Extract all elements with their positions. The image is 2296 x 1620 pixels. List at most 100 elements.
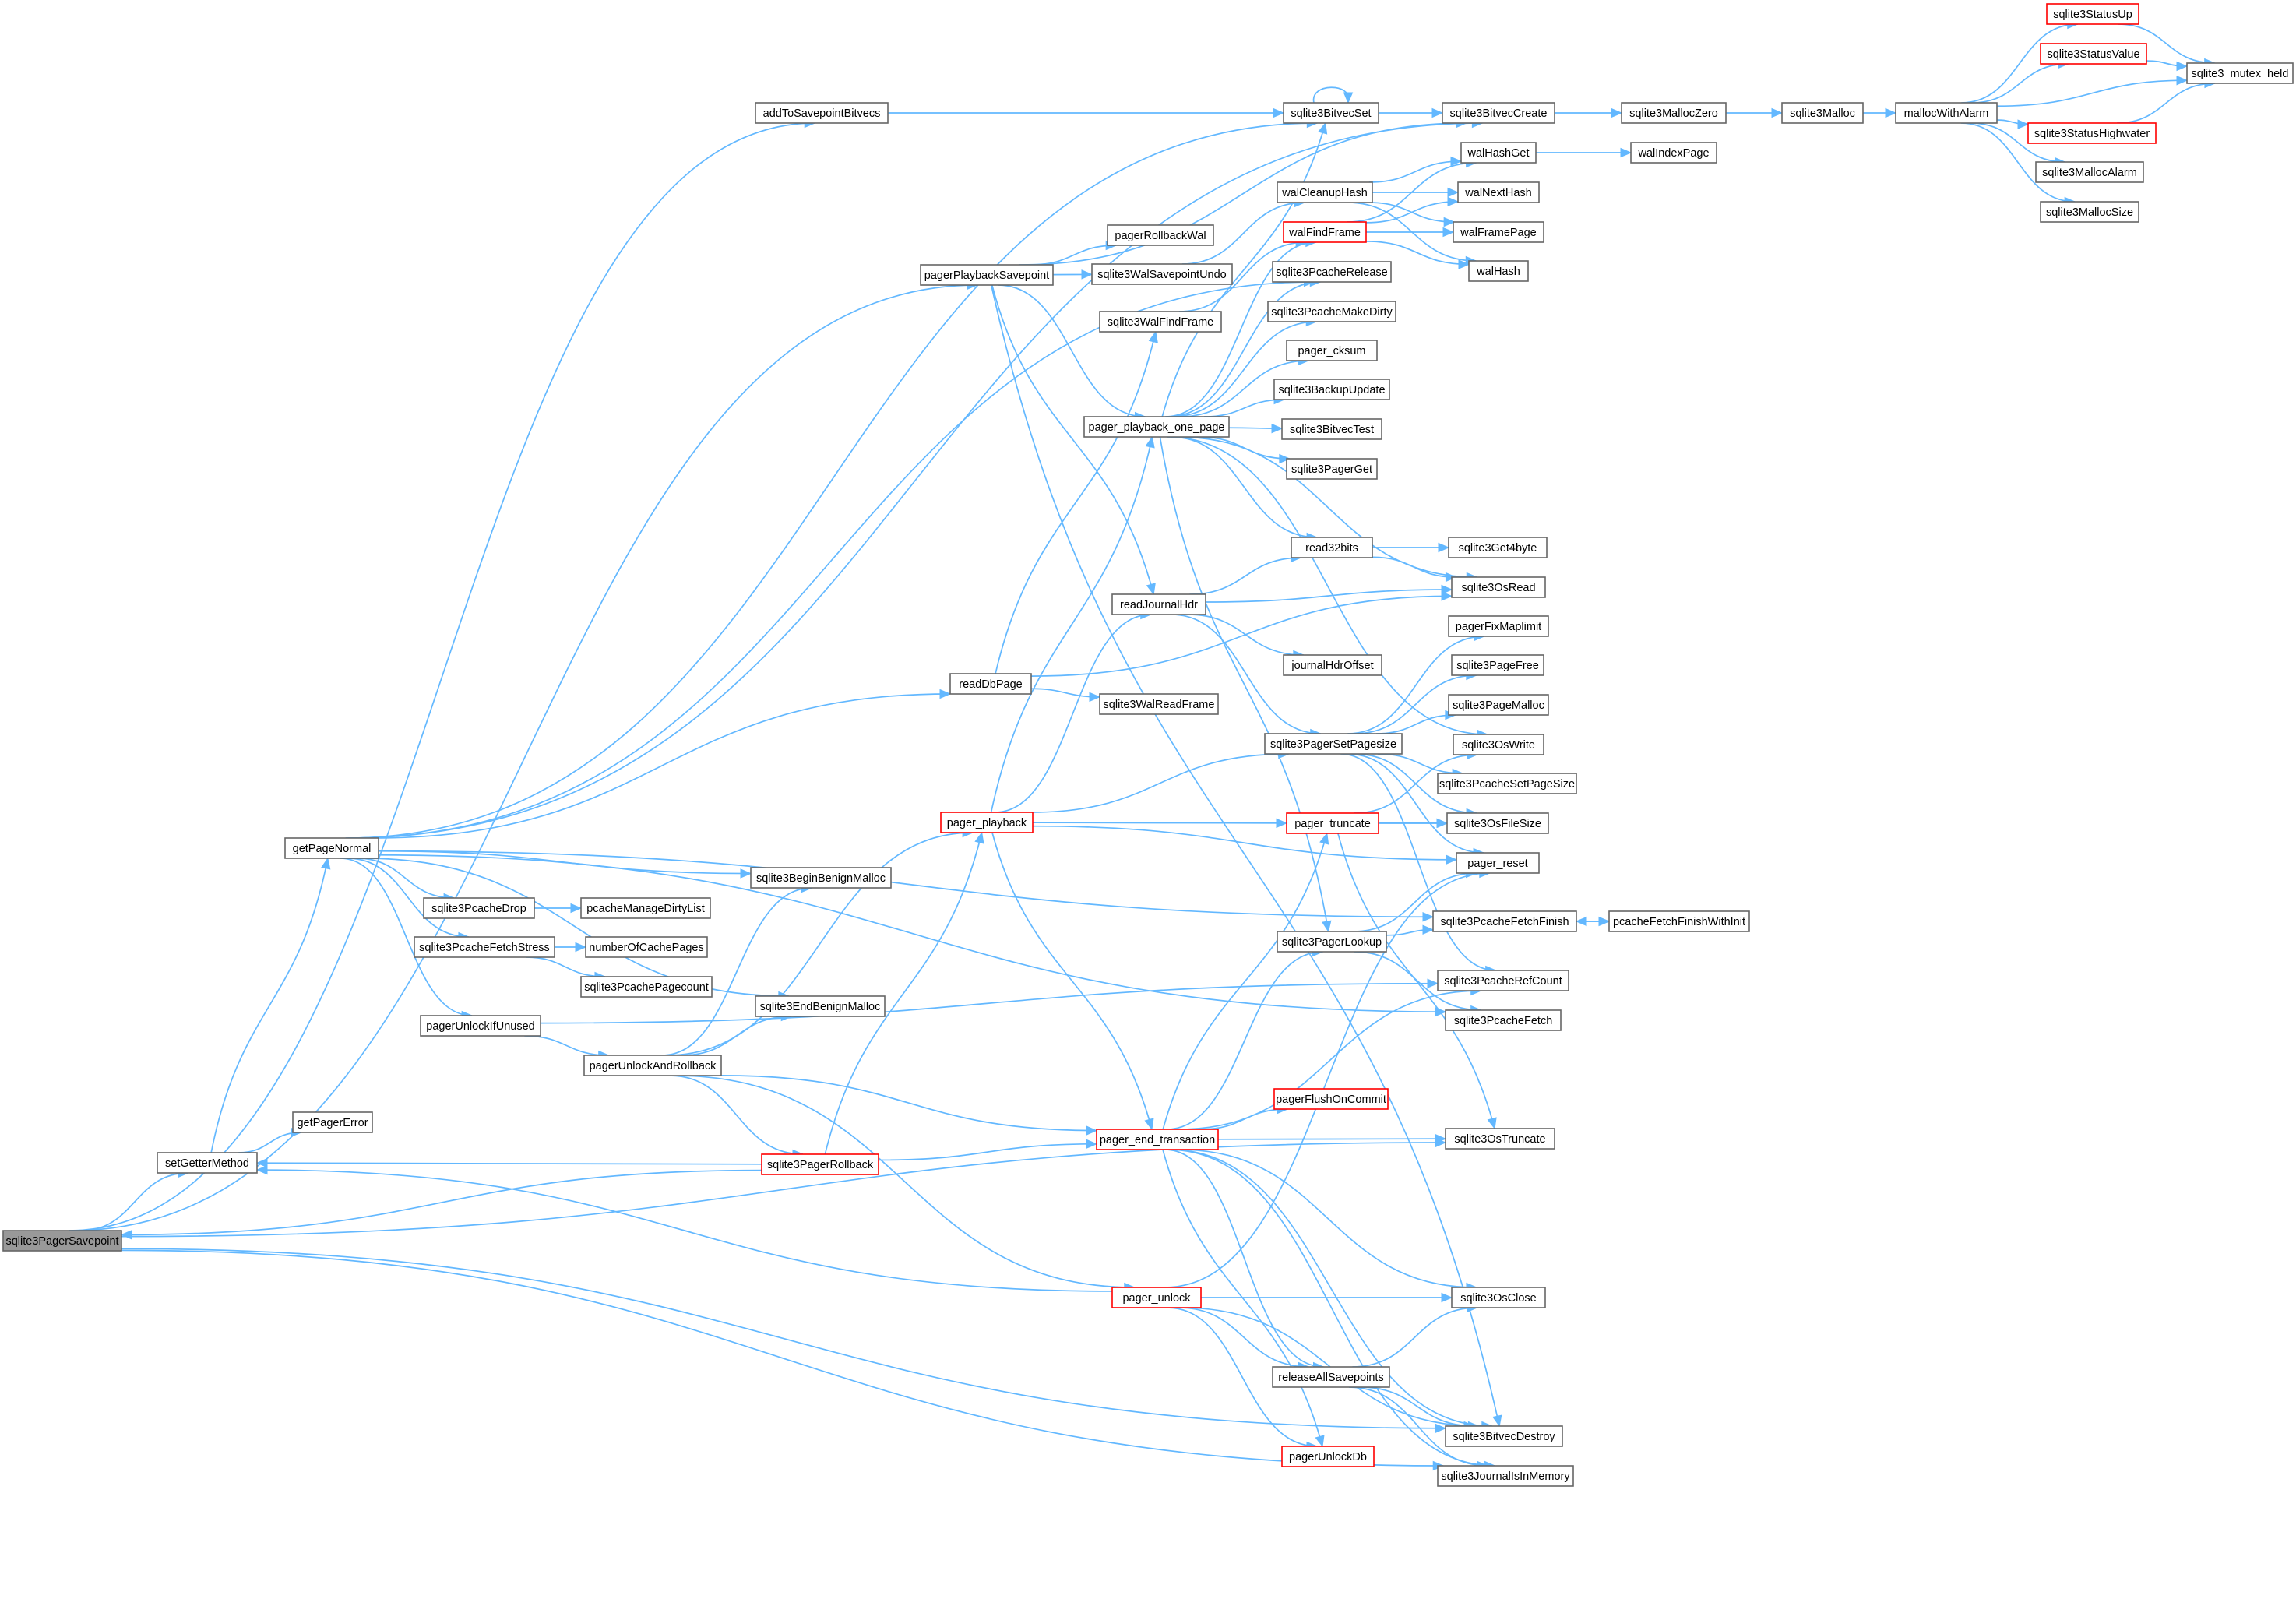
node-label-numberOfCachePages: numberOfCachePages bbox=[589, 942, 704, 954]
node-sqlite3MallocAlarm[interactable]: sqlite3MallocAlarm bbox=[2035, 161, 2144, 183]
node-sqlite3OsWrite[interactable]: sqlite3OsWrite bbox=[1453, 734, 1544, 755]
node-setGetterMethod[interactable]: setGetterMethod bbox=[157, 1152, 258, 1174]
arrowhead-sqlite3PagerRollback-to-pager_playback bbox=[974, 831, 984, 844]
node-sqlite3PagerLookup[interactable]: sqlite3PagerLookup bbox=[1277, 931, 1387, 953]
node-mallocWithAlarm[interactable]: mallocWithAlarm bbox=[1895, 102, 1998, 124]
node-box-sqlite3BackupUpdate bbox=[1273, 379, 1390, 400]
node-walHashGet[interactable]: walHashGet bbox=[1460, 142, 1537, 164]
node-pagerFlushOnCommit[interactable]: pagerFlushOnCommit bbox=[1273, 1088, 1389, 1110]
node-sqlite3PcacheDrop[interactable]: sqlite3PcacheDrop bbox=[423, 897, 535, 919]
node-root[interactable]: sqlite3PagerSavepoint bbox=[2, 1230, 122, 1252]
node-sqlite3PcacheMakeDirty[interactable]: sqlite3PcacheMakeDirty bbox=[1267, 301, 1396, 322]
node-sqlite3MallocZero[interactable]: sqlite3MallocZero bbox=[1621, 102, 1727, 124]
node-sqlite3EndBenignMalloc[interactable]: sqlite3EndBenignMalloc bbox=[755, 995, 886, 1017]
arrowhead-pager_truncate-to-sqlite3OsFileSize bbox=[1436, 818, 1449, 829]
node-sqlite3PageFree[interactable]: sqlite3PageFree bbox=[1451, 654, 1544, 676]
node-label-read32bits: read32bits bbox=[1305, 542, 1358, 555]
node-label-pagerUnlockAndRollback: pagerUnlockAndRollback bbox=[590, 1060, 717, 1072]
node-pagerFixMaplimit[interactable]: pagerFixMaplimit bbox=[1448, 615, 1549, 637]
call-edge-root-to-pagerPlaybackSavepoint bbox=[72, 284, 977, 1231]
node-sqlite3OsFileSize[interactable]: sqlite3OsFileSize bbox=[1446, 812, 1549, 834]
node-pagerUnlockIfUnused[interactable]: pagerUnlockIfUnused bbox=[420, 1015, 541, 1037]
arrowhead-pager_playback_one_page-to-sqlite3BitvecTest bbox=[1271, 423, 1284, 434]
node-sqlite3StatusUp[interactable]: sqlite3StatusUp bbox=[2046, 3, 2139, 25]
node-sqlite3PagerGet[interactable]: sqlite3PagerGet bbox=[1286, 458, 1378, 480]
node-sqlite3PageMalloc[interactable]: sqlite3PageMalloc bbox=[1448, 694, 1549, 716]
node-label-sqlite3JournalIsInMemory: sqlite3JournalIsInMemory bbox=[1441, 1470, 1570, 1483]
node-walCleanupHash[interactable]: walCleanupHash bbox=[1277, 181, 1373, 203]
node-sqlite3BitvecCreate[interactable]: sqlite3BitvecCreate bbox=[1442, 102, 1555, 124]
node-pagerUnlockDb[interactable]: pagerUnlockDb bbox=[1281, 1446, 1375, 1467]
node-sqlite3PcachePagecount[interactable]: sqlite3PcachePagecount bbox=[580, 976, 713, 998]
node-box-readJournalHdr bbox=[1111, 593, 1206, 615]
node-sqlite3PcacheRelease[interactable]: sqlite3PcacheRelease bbox=[1272, 261, 1392, 283]
call-edge-sqlite3PagerSetPagesize-to-sqlite3PcacheSetPageSize bbox=[1377, 753, 1463, 774]
node-sqlite3OsTruncate[interactable]: sqlite3OsTruncate bbox=[1445, 1128, 1555, 1150]
arrowhead-pagerUnlockAndRollback-to-pager_end_transaction bbox=[1086, 1125, 1098, 1136]
node-sqlite3_mutex_held[interactable]: sqlite3_mutex_held bbox=[2186, 62, 2294, 84]
node-sqlite3StatusHighwater[interactable]: sqlite3StatusHighwater bbox=[2027, 122, 2157, 144]
node-numberOfCachePages[interactable]: numberOfCachePages bbox=[585, 936, 708, 958]
node-label-sqlite3PcacheFetch: sqlite3PcacheFetch bbox=[1454, 1015, 1553, 1027]
node-sqlite3PcacheFetchStress[interactable]: sqlite3PcacheFetchStress bbox=[414, 936, 555, 958]
call-edge-root-to-setGetterMethod bbox=[81, 1172, 188, 1231]
node-sqlite3PagerSetPagesize[interactable]: sqlite3PagerSetPagesize bbox=[1264, 733, 1403, 755]
node-getPageNormal[interactable]: getPageNormal bbox=[284, 837, 379, 859]
node-sqlite3PcacheRefCount[interactable]: sqlite3PcacheRefCount bbox=[1437, 970, 1569, 991]
node-sqlite3BitvecDestroy[interactable]: sqlite3BitvecDestroy bbox=[1445, 1425, 1563, 1447]
node-pager_truncate[interactable]: pager_truncate bbox=[1286, 812, 1379, 834]
node-pagerUnlockAndRollback[interactable]: pagerUnlockAndRollback bbox=[583, 1055, 722, 1076]
node-readJournalHdr[interactable]: readJournalHdr bbox=[1111, 593, 1206, 615]
node-readDbPage[interactable]: readDbPage bbox=[949, 673, 1032, 695]
node-sqlite3PcacheFetch[interactable]: sqlite3PcacheFetch bbox=[1445, 1009, 1562, 1031]
node-pagerRollbackWal[interactable]: pagerRollbackWal bbox=[1107, 224, 1214, 246]
node-sqlite3WalReadFrame[interactable]: sqlite3WalReadFrame bbox=[1099, 693, 1219, 715]
node-box-sqlite3WalSavepointUndo bbox=[1091, 263, 1233, 285]
node-pagerPlaybackSavepoint[interactable]: pagerPlaybackSavepoint bbox=[920, 264, 1054, 286]
node-pcacheFetchFinishWithInit[interactable]: pcacheFetchFinishWithInit bbox=[1608, 910, 1750, 932]
node-getPagerError[interactable]: getPagerError bbox=[292, 1111, 373, 1133]
arrowhead-walFindFrame-to-walNextHash bbox=[1447, 196, 1460, 207]
node-sqlite3BitvecTest[interactable]: sqlite3BitvecTest bbox=[1281, 418, 1382, 440]
node-journalHdrOffset[interactable]: journalHdrOffset bbox=[1283, 654, 1382, 676]
call-edge-pager_playback_one_page-to-sqlite3PcacheMakeDirty bbox=[1171, 321, 1317, 417]
node-sqlite3StatusValue[interactable]: sqlite3StatusValue bbox=[2040, 43, 2147, 65]
node-sqlite3Malloc[interactable]: sqlite3Malloc bbox=[1781, 102, 1864, 124]
node-sqlite3PagerRollback[interactable]: sqlite3PagerRollback bbox=[761, 1153, 879, 1175]
node-walHash[interactable]: walHash bbox=[1468, 260, 1529, 282]
node-sqlite3BitvecSet[interactable]: sqlite3BitvecSet bbox=[1283, 102, 1379, 124]
arrowhead-pager_unlock-to-sqlite3OsClose bbox=[1441, 1292, 1453, 1303]
node-walFramePage[interactable]: walFramePage bbox=[1453, 221, 1544, 243]
node-walFindFrame[interactable]: walFindFrame bbox=[1283, 221, 1367, 243]
node-box-sqlite3EndBenignMalloc bbox=[755, 995, 886, 1017]
node-sqlite3OsRead[interactable]: sqlite3OsRead bbox=[1451, 576, 1546, 598]
node-read32bits[interactable]: read32bits bbox=[1291, 537, 1373, 558]
node-sqlite3MallocSize[interactable]: sqlite3MallocSize bbox=[2040, 201, 2139, 223]
call-edge-sqlite3PagerSetPagesize-to-sqlite3PageMalloc bbox=[1376, 714, 1456, 734]
node-pager_reset[interactable]: pager_reset bbox=[1456, 852, 1540, 874]
node-label-sqlite3OsClose: sqlite3OsClose bbox=[1460, 1292, 1537, 1305]
node-walIndexPage[interactable]: walIndexPage bbox=[1630, 142, 1717, 164]
node-sqlite3Get4byte[interactable]: sqlite3Get4byte bbox=[1448, 537, 1548, 558]
node-box-sqlite3StatusHighwater bbox=[2027, 122, 2157, 144]
node-sqlite3WalSavepointUndo[interactable]: sqlite3WalSavepointUndo bbox=[1091, 263, 1233, 285]
call-edge-root-to-sqlite3JournalIsInMemory bbox=[121, 1249, 1444, 1467]
node-sqlite3BackupUpdate[interactable]: sqlite3BackupUpdate bbox=[1273, 379, 1390, 400]
call-edge-pagerPlaybackSavepoint-to-pager_playback_one_page bbox=[998, 284, 1146, 417]
node-sqlite3PcacheFetchFinish[interactable]: sqlite3PcacheFetchFinish bbox=[1432, 910, 1577, 932]
call-edge-releaseAllSavepoints-to-sqlite3BitvecDestroy bbox=[1360, 1386, 1475, 1427]
node-pager_playback_one_page[interactable]: pager_playback_one_page bbox=[1083, 416, 1230, 438]
node-sqlite3WalFindFrame[interactable]: sqlite3WalFindFrame bbox=[1099, 311, 1222, 333]
node-walNextHash[interactable]: walNextHash bbox=[1457, 181, 1540, 203]
node-releaseAllSavepoints[interactable]: releaseAllSavepoints bbox=[1272, 1366, 1390, 1388]
node-sqlite3OsClose[interactable]: sqlite3OsClose bbox=[1451, 1287, 1546, 1308]
node-pager_end_transaction[interactable]: pager_end_transaction bbox=[1096, 1129, 1219, 1150]
node-pager_unlock[interactable]: pager_unlock bbox=[1111, 1287, 1202, 1308]
node-pager_playback[interactable]: pager_playback bbox=[940, 812, 1034, 833]
node-pager_cksum[interactable]: pager_cksum bbox=[1286, 340, 1378, 361]
node-sqlite3BeginBenignMalloc[interactable]: sqlite3BeginBenignMalloc bbox=[750, 867, 892, 889]
node-sqlite3PcacheSetPageSize[interactable]: sqlite3PcacheSetPageSize bbox=[1437, 773, 1577, 794]
node-pcacheManageDirtyList[interactable]: pcacheManageDirtyList bbox=[580, 897, 711, 919]
node-sqlite3JournalIsInMemory[interactable]: sqlite3JournalIsInMemory bbox=[1437, 1465, 1574, 1487]
node-addToSavepointBitvecs[interactable]: addToSavepointBitvecs bbox=[755, 102, 889, 124]
